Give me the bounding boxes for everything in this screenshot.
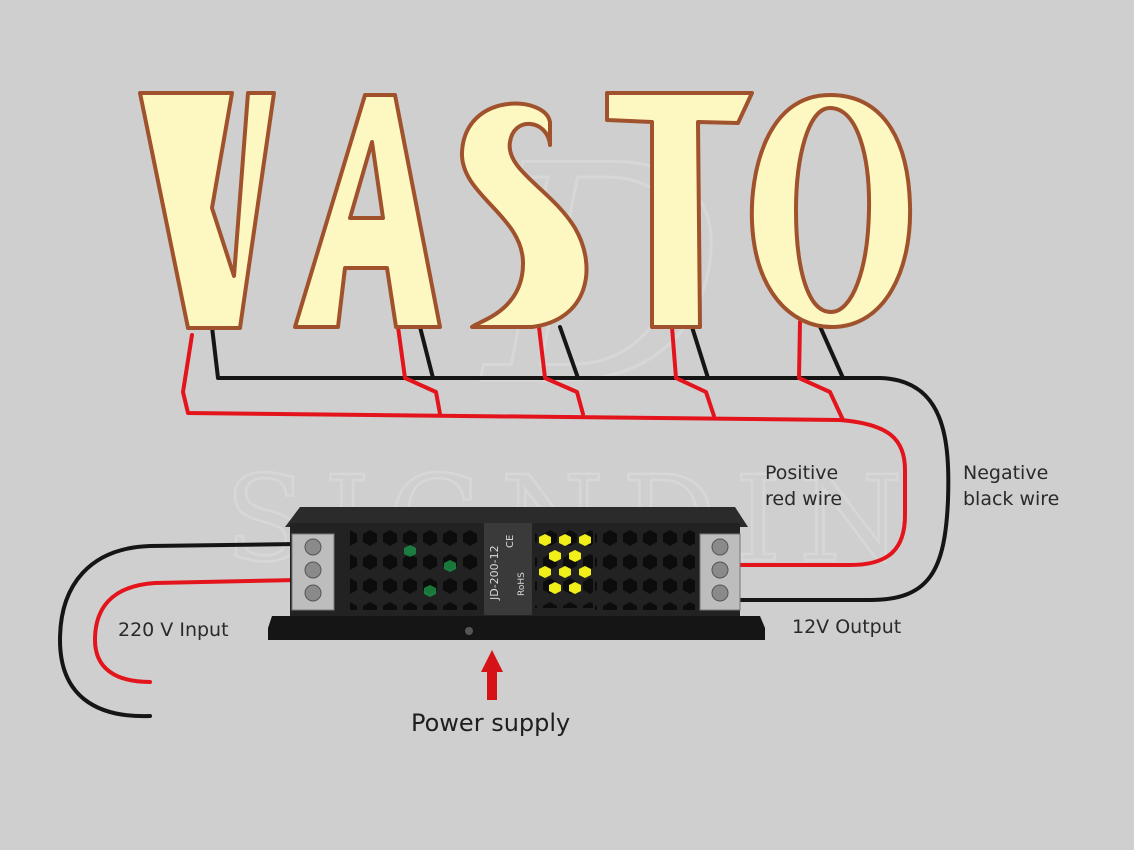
psu-leds <box>539 534 591 594</box>
negative-tap-a <box>418 325 435 380</box>
power-supply-unit: JD-200-12 CE RoHS <box>268 507 765 640</box>
psu-leds-green <box>404 545 456 597</box>
negative-label-line1: Negative <box>963 462 1049 484</box>
positive-label-line1: Positive <box>765 462 839 484</box>
power-supply-label: Power supply <box>411 709 571 737</box>
positive-tap-t <box>670 325 716 418</box>
input-label: 220 V Input <box>118 619 229 641</box>
negative-tap-t <box>690 325 710 380</box>
negative-wire-label: Negative black wire <box>963 460 1059 512</box>
positive-wires <box>181 320 907 567</box>
positive-wire-label: Positive red wire <box>765 460 842 512</box>
psu-bottom-flange <box>268 616 765 640</box>
power-supply-arrow <box>481 650 503 700</box>
negative-tap-s <box>558 325 580 380</box>
psu-rohs-mark: RoHS <box>517 572 527 596</box>
input-wires <box>57 542 300 719</box>
output-label: 12V Output <box>792 616 902 638</box>
output-terminal-block <box>699 533 741 611</box>
positive-tap-a <box>396 325 442 416</box>
input-black-wire <box>57 542 300 719</box>
letter-a <box>293 93 442 329</box>
negative-wires <box>210 320 951 602</box>
psu-model-label: JD-200-12 <box>488 545 501 601</box>
letter-t <box>605 91 754 329</box>
psu-nameplate <box>484 523 532 615</box>
letter-s <box>459 101 589 329</box>
input-red-wire <box>92 578 300 684</box>
psu-ce-mark: CE <box>505 535 516 548</box>
letter-v <box>138 91 276 330</box>
positive-label-line2: red wire <box>765 488 843 510</box>
letter-o <box>749 93 913 329</box>
sign-letters <box>138 91 913 330</box>
input-terminal-block <box>291 533 335 611</box>
positive-bus-wire <box>181 333 907 567</box>
positive-tap-o <box>797 320 845 422</box>
negative-tap-o <box>816 320 845 380</box>
positive-tap-s <box>537 325 585 416</box>
negative-label-line2: black wire <box>963 488 1060 510</box>
negative-bus-wire <box>210 325 951 602</box>
psu-vent-right <box>595 522 695 610</box>
psu-vent-left <box>350 522 482 610</box>
